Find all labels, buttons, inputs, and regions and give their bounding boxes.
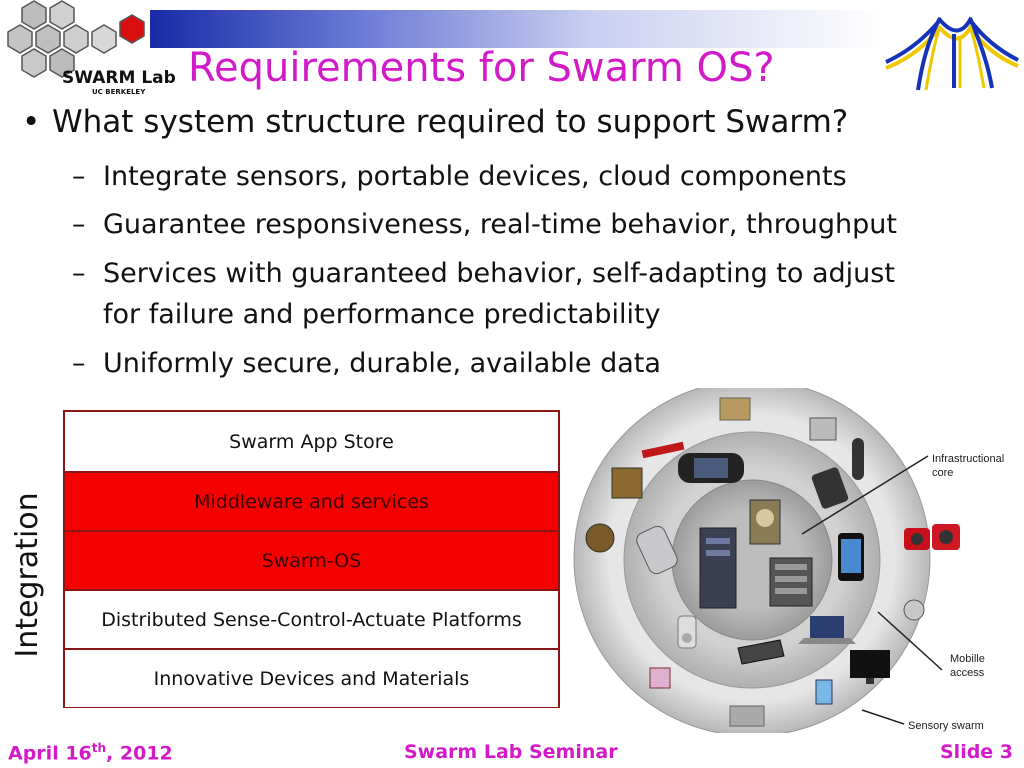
layer-middleware: Middleware and services <box>65 471 558 530</box>
layer-devices: Innovative Devices and Materials <box>65 648 558 707</box>
footer-center-text: Swarm Lab Seminar <box>404 741 618 763</box>
bullet-main: • What system structure required to suppo… <box>22 104 848 140</box>
sub-bullet-text: Guarantee responsiveness, real-time beha… <box>103 209 897 240</box>
swarm-circle-diagram: Infrastructional core Mobille access Sen… <box>570 379 1020 737</box>
footer-date: April 16th, 2012 <box>8 741 173 764</box>
device-hard-drive-icon <box>749 499 781 545</box>
device-earbud-icon <box>903 599 925 621</box>
device-pda-icon <box>737 639 785 665</box>
device-phone-blackberry-icon <box>811 467 849 509</box>
bridge-m-logo-icon <box>882 4 1022 92</box>
device-ipod-icon <box>677 615 697 649</box>
device-heatsink-icon <box>729 705 765 727</box>
label-sensory: Sensory swarm <box>908 720 984 732</box>
sub-bullet-text: Integrate sensors, portable devices, clo… <box>103 161 847 192</box>
device-laptop-icon <box>798 616 856 644</box>
sub-bullet-text: Uniformly secure, durable, available dat… <box>103 348 661 379</box>
footer-date-prefix: April 16 <box>8 742 92 765</box>
bullet-dash: – <box>72 209 86 240</box>
core-leader-line <box>801 455 929 535</box>
device-speaker-icon <box>904 524 960 550</box>
bullet-main-text: What system structure required to suppor… <box>52 104 849 140</box>
device-sensor-tube-icon <box>641 441 685 459</box>
device-disk-array-icon <box>769 557 813 607</box>
device-monitor-icon <box>850 650 890 684</box>
slide-title: Requirements for Swarm OS? <box>188 45 775 91</box>
layer-swarm-os: Swarm-OS <box>65 530 558 589</box>
bullet-dash: – <box>72 161 86 192</box>
footer-slide-number: Slide 3 <box>940 741 1014 763</box>
device-tag-icon <box>815 679 833 705</box>
bullet-dash: – <box>72 258 86 289</box>
device-chip-pink-icon <box>649 667 671 689</box>
label-mobile-line2: access <box>950 667 985 679</box>
device-wristband-icon <box>852 438 864 480</box>
label-core-line2: core <box>932 467 953 479</box>
device-phone-iphone-icon <box>838 533 864 581</box>
swarm-lab-logo: SWARM Lab UC BERKELEY <box>0 0 190 100</box>
footer-date-suffix: , 2012 <box>106 742 173 765</box>
device-coil-sensor-icon <box>585 523 615 553</box>
layer-app-store: Swarm App Store <box>65 412 558 471</box>
label-core-line1: Infrastructional <box>932 453 1004 465</box>
device-chip-board-icon <box>719 397 751 421</box>
header-gradient-bar <box>150 10 885 48</box>
label-mobile-line1: Mobille <box>950 653 985 665</box>
sub-bullet-text-line1: Services with guaranteed behavior, self-… <box>103 258 895 289</box>
logo-subtext: UC BERKELEY <box>92 88 146 96</box>
device-pcb-icon <box>809 417 837 441</box>
layer-platforms: Distributed Sense-Control-Actuate Platfo… <box>65 589 558 648</box>
sub-bullet-text-line2: for failure and performance predictabili… <box>103 299 661 330</box>
bullet-dash: – <box>72 348 86 379</box>
device-flip-phone-icon <box>636 525 678 575</box>
device-server-rack-icon <box>699 527 737 609</box>
hexagon-cluster-icon <box>7 0 145 78</box>
footer-date-sup: th <box>91 741 107 755</box>
sensory-leader-line <box>861 709 905 725</box>
device-psp-icon <box>678 453 744 483</box>
logo-text: SWARM Lab <box>62 68 176 88</box>
integration-label: Integration <box>10 492 45 658</box>
bullet-dot: • <box>22 104 41 140</box>
layer-stack-diagram: Swarm App Store Middleware and services … <box>63 410 560 708</box>
device-cube-sensor-icon <box>611 467 643 499</box>
header-band <box>0 0 1024 96</box>
mobile-leader-line <box>877 611 943 671</box>
